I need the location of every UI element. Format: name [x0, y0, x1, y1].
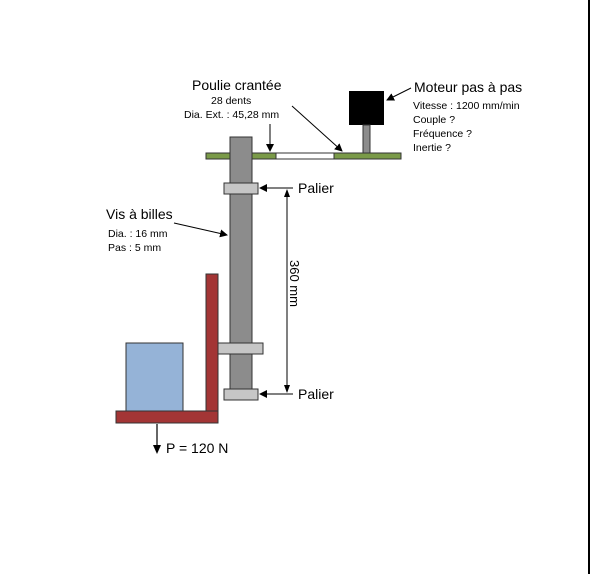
- ball-screw-diameter: Dia. : 16 mm: [108, 228, 168, 240]
- pulley-diameter: Dia. Ext. : 45,28 mm: [184, 109, 279, 121]
- load-label: P = 120 N: [166, 440, 228, 456]
- motor-title: Moteur pas à pas: [414, 79, 522, 95]
- ball-screw-pitch: Pas : 5 mm: [108, 242, 161, 254]
- belt-middle: [275, 152, 335, 160]
- bracket-horizontal: [115, 410, 219, 424]
- arrow-motor: [386, 87, 412, 101]
- dimension-arrow-down: [284, 385, 290, 393]
- stepper-motor: [349, 91, 384, 125]
- motor-torque: Couple ?: [413, 114, 455, 126]
- nut-block: [217, 342, 264, 355]
- dimension-arrow-up: [284, 189, 290, 197]
- motor-inertia: Inertie ?: [413, 142, 451, 154]
- motor-shaft: [362, 124, 371, 154]
- pulley-title: Poulie crantée: [192, 77, 282, 93]
- bearing-bottom: [223, 388, 259, 401]
- ball-screw: [229, 136, 253, 400]
- load-force-arrowhead: [153, 445, 161, 454]
- arrow-ball-screw: [173, 222, 228, 238]
- motor-frequency: Fréquence ?: [413, 128, 472, 140]
- bearing-bottom-label: Palier: [298, 386, 334, 402]
- bearing-top-label: Palier: [298, 180, 334, 196]
- pulley-teeth: 28 dents: [211, 95, 251, 107]
- bracket-vertical: [205, 273, 219, 424]
- arrow-pulley-right: [291, 105, 343, 152]
- bearing-top: [223, 182, 259, 195]
- ball-screw-title: Vis à billes: [106, 206, 173, 222]
- belt-right: [333, 152, 402, 160]
- length-label: 360 mm: [287, 260, 302, 307]
- motor-speed: Vitesse : 1200 mm/min: [413, 100, 520, 112]
- load-box: [125, 342, 184, 412]
